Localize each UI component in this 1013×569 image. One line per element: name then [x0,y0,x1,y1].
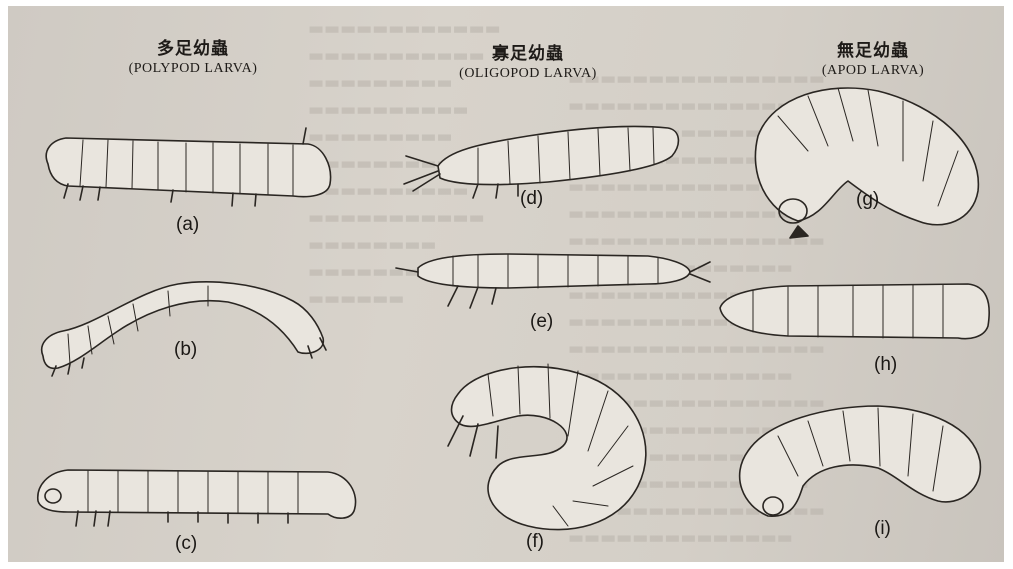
label-a: (a) [176,214,199,236]
larva-e-drawing [396,254,710,308]
larva-b-drawing [42,282,326,376]
larva-c-drawing [38,470,356,526]
label-d: (d) [520,188,543,210]
larva-f-drawing [448,364,646,530]
larva-i-drawing [740,406,981,516]
larva-illustrations [8,6,1004,562]
larva-g-drawing [755,88,978,238]
label-h: (h) [874,354,897,376]
larva-h-drawing [720,284,989,339]
larva-a-drawing [46,128,330,206]
label-e: (e) [530,311,553,333]
label-b: (b) [174,339,197,361]
label-g: (g) [856,189,879,211]
book-page-photo: ▬▬▬▬▬▬▬▬▬▬▬▬▬▬▬▬▬▬▬▬▬▬▬▬▬▬▬▬▬▬▬▬▬▬▬▬▬▬▬▬… [8,6,1004,562]
label-f: (f) [526,531,544,553]
label-c: (c) [175,533,197,555]
label-i: (i) [874,518,891,540]
